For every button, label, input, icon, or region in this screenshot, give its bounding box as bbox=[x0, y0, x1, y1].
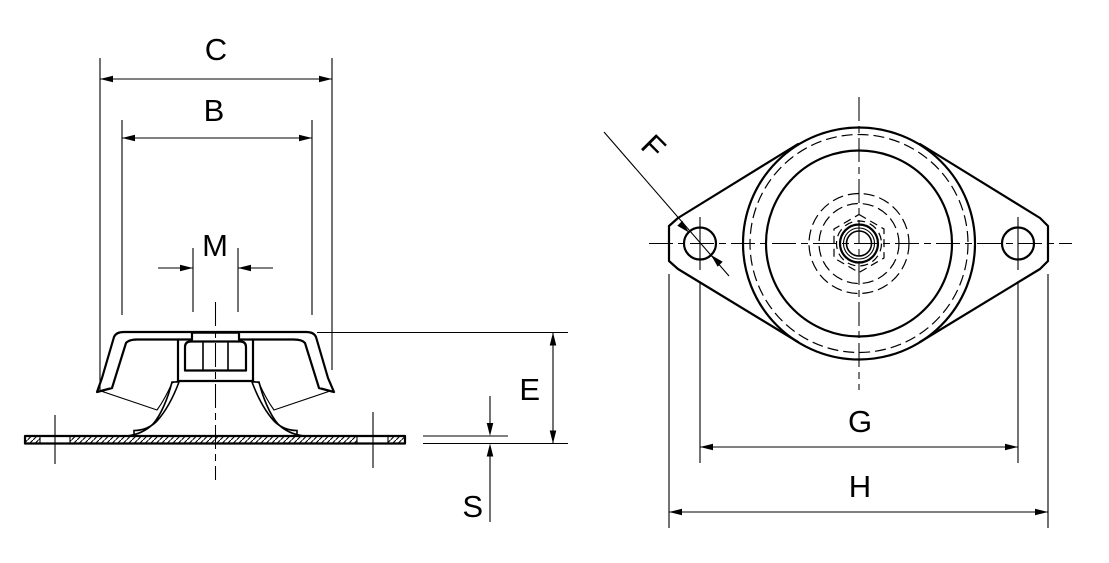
dim-B: B bbox=[121, 93, 313, 315]
dim-F: F bbox=[603, 128, 730, 277]
dim-E: E bbox=[317, 331, 568, 445]
dim-label-M: M bbox=[202, 228, 228, 263]
dim-label-E: E bbox=[519, 372, 540, 407]
dim-M: M bbox=[158, 228, 273, 312]
base-plate-hatch-left bbox=[25, 436, 40, 444]
dim-C: C bbox=[99, 32, 333, 390]
dim-S: S bbox=[423, 396, 508, 524]
dim-label-B: B bbox=[204, 93, 225, 128]
base-plate-hatch-right bbox=[388, 436, 405, 444]
base-plate-hatch-mid bbox=[70, 436, 357, 444]
inner-cone-right-section bbox=[250, 381, 305, 437]
plate-hole-edges bbox=[39, 436, 389, 444]
nut-section bbox=[183, 340, 248, 372]
dim-G: G bbox=[699, 283, 1019, 463]
dim-H: H bbox=[668, 274, 1049, 528]
dim-label-H: H bbox=[849, 469, 871, 504]
side-section-view: C B M E bbox=[23, 32, 568, 524]
dim-label-S: S bbox=[462, 489, 483, 524]
nut-cavity-outline bbox=[176, 338, 255, 383]
nut-hex-hidden-outline bbox=[833, 213, 885, 274]
dim-label-G: G bbox=[848, 404, 872, 439]
inner-cone-left-section bbox=[126, 381, 181, 437]
dim-label-C: C bbox=[205, 32, 227, 67]
dim-label-F: F bbox=[634, 128, 672, 166]
top-view: F G H bbox=[603, 97, 1072, 528]
nut-facet-lines bbox=[202, 342, 229, 371]
